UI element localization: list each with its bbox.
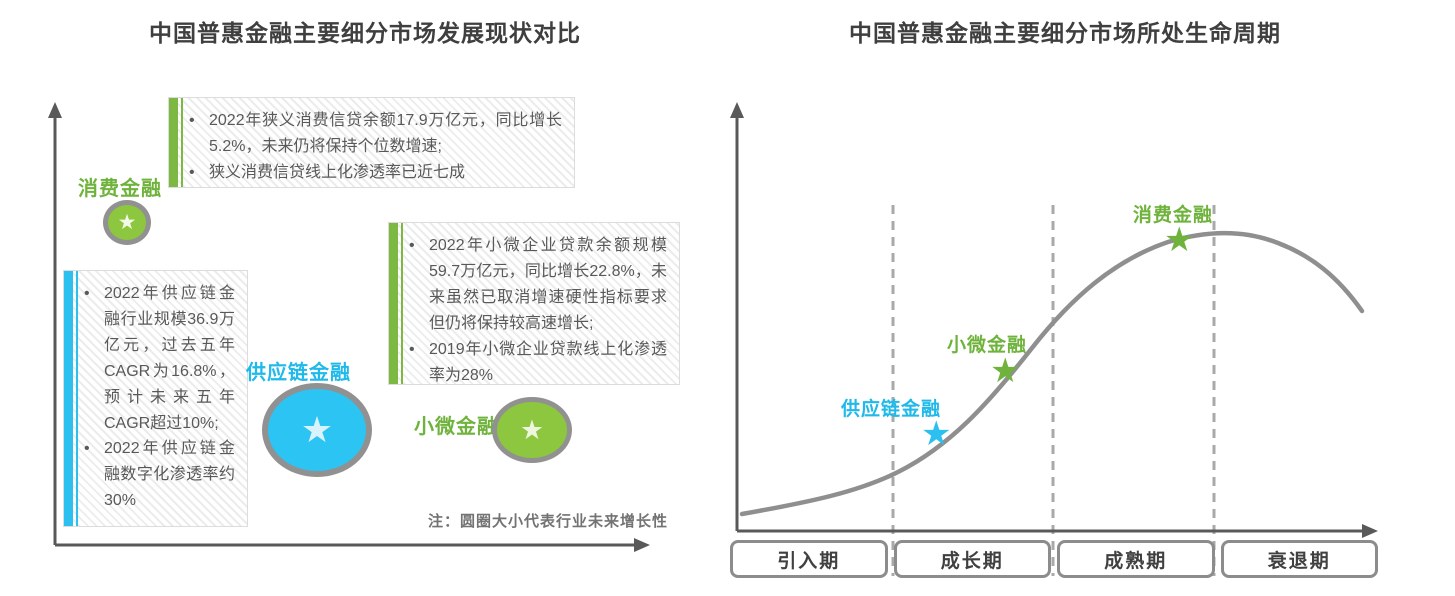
callout-bullet: 2022年供应链金融行业规模36.9万亿元，过去五年CAGR为16.8%，预计未… (84, 281, 235, 436)
callout-bullet: 2019年小微企业贷款线上化渗透率为28% (409, 337, 667, 389)
right-chart-title: 中国普惠金融主要细分市场所处生命周期 (849, 20, 1281, 46)
stage-growth: 成长期 (893, 540, 1051, 578)
star-icon: ★ (300, 409, 334, 450)
stage-introduction: 引入期 (730, 540, 888, 578)
callout-bullet-list: 2022年供应链金融行业规模36.9万亿元，过去五年CAGR为16.8%，预计未… (64, 271, 247, 522)
consumer-finance-curve-label: 消费金融 (1133, 205, 1214, 226)
stage-decline: 衰退期 (1220, 540, 1378, 578)
consumer-finance-callout: 2022年狭义消费信贷余额17.9万亿元，同比增长5.2%，未来仍将保持个位数增… (168, 97, 575, 188)
consumer-finance-star-icon: ★ (1164, 221, 1195, 259)
consumer-finance-bubble: ★ (103, 200, 151, 245)
callout-bullet-list: 2022年小微企业贷款余额规模59.7万亿元，同比增长22.8%，未来虽然已取消… (389, 223, 679, 396)
supply-chain-finance-star-icon: ★ (921, 415, 952, 453)
micro-finance-bubble: ★ (492, 397, 572, 463)
lifecycle-curve (739, 230, 1365, 517)
supply-chain-finance-label: 供应链金融 (246, 362, 351, 384)
y-axis-arrow-icon (730, 102, 744, 118)
micro-finance-callout: 2022年小微企业贷款余额规模59.7万亿元，同比增长22.8%，未来虽然已取消… (388, 222, 680, 385)
callout-bullet: 狭义消费信贷线上化渗透率已近七成 (189, 160, 562, 186)
lifecycle-stage-row: 引入期 成长期 成熟期 衰退期 (730, 540, 1378, 578)
bubble-size-note: 注：圆圈大小代表行业未来增长性 (428, 513, 669, 530)
x-axis-arrow-icon (1362, 524, 1378, 538)
callout-bullet: 2022年小微企业贷款余额规模59.7万亿元，同比增长22.8%，未来虽然已取消… (409, 233, 667, 337)
star-icon: ★ (519, 414, 545, 445)
micro-finance-label: 小微金融 (414, 416, 498, 438)
micro-finance-curve-label: 小微金融 (947, 335, 1028, 356)
star-icon: ★ (117, 211, 137, 234)
left-chart-title: 中国普惠金融主要细分市场发展现状对比 (149, 20, 581, 46)
x-axis-arrow-icon (634, 538, 650, 552)
micro-finance-star-icon: ★ (990, 352, 1021, 390)
consumer-finance-label: 消费金融 (78, 178, 162, 200)
supply-chain-finance-bubble: ★ (262, 383, 372, 477)
supply-chain-finance-curve-label: 供应链金融 (841, 399, 942, 420)
callout-bullet: 2022年狭义消费信贷余额17.9万亿元，同比增长5.2%，未来仍将保持个位数增… (189, 108, 562, 160)
callout-bullet-list: 2022年狭义消费信贷余额17.9万亿元，同比增长5.2%，未来仍将保持个位数增… (169, 98, 574, 194)
y-axis-arrow-icon (48, 102, 62, 118)
supply-chain-finance-callout: 2022年供应链金融行业规模36.9万亿元，过去五年CAGR为16.8%，预计未… (63, 270, 248, 527)
callout-bullet: 2022年供应链金融数字化渗透率约30% (84, 436, 235, 514)
stage-maturity: 成熟期 (1057, 540, 1215, 578)
